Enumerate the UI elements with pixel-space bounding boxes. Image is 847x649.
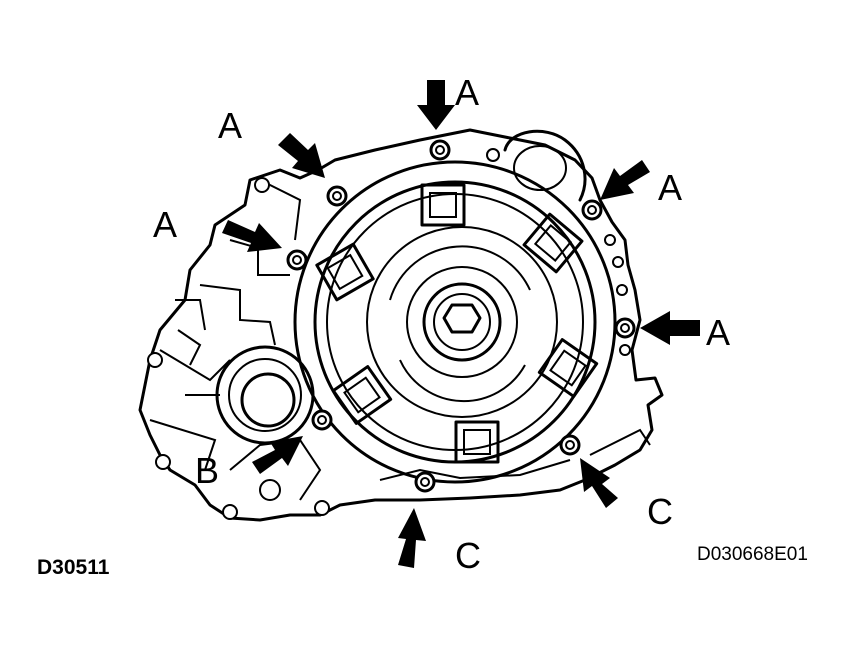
- hub-hex: [442, 303, 482, 334]
- callout-a-top: A: [455, 72, 479, 113]
- arrow-a-right-icon: [640, 311, 700, 345]
- arrow-a-left-icon: [222, 220, 282, 252]
- arrow-a-upper-right-icon: [600, 160, 650, 200]
- housing-flange: [293, 160, 617, 484]
- callout-a-left: A: [153, 204, 177, 245]
- arrow-a-upper-left-icon: [278, 133, 325, 178]
- drum-ring-2: [406, 266, 518, 378]
- callout-c-bottom: C: [455, 535, 481, 576]
- figure-code-right: D030668E01: [697, 544, 808, 565]
- drum-lugs: [315, 183, 599, 464]
- drum-ring-1: [366, 226, 558, 418]
- callout-a-upper-right: A: [658, 167, 682, 208]
- hub-ring: [422, 282, 502, 362]
- callout-a-upper-left: A: [218, 105, 242, 146]
- right-case-details: [379, 234, 651, 481]
- pump-boss-bore: [513, 145, 567, 191]
- arrow-a-top-icon: [417, 80, 455, 130]
- differential-bore: [240, 372, 296, 428]
- callout-b: B: [195, 450, 219, 491]
- figure-code-left: D30511: [37, 556, 110, 579]
- case-outline: [138, 128, 664, 522]
- indicated-bolts: [286, 139, 636, 493]
- drum-arc-2: [399, 359, 526, 403]
- hub-inner: [433, 293, 491, 351]
- arrow-c-bottom-right-icon: [580, 458, 618, 508]
- left-case-details: [149, 179, 302, 471]
- arrow-c-bottom-icon: [398, 508, 426, 568]
- differential-ring: [228, 358, 302, 432]
- arrow-b-icon: [252, 436, 303, 474]
- pump-boss: [503, 129, 587, 202]
- differential-boss: [215, 345, 315, 445]
- lower-left-hole: [259, 479, 281, 501]
- callout-a-right: A: [706, 312, 730, 353]
- drum-arc-1: [389, 245, 531, 301]
- callout-c-bottom-right: C: [647, 491, 673, 532]
